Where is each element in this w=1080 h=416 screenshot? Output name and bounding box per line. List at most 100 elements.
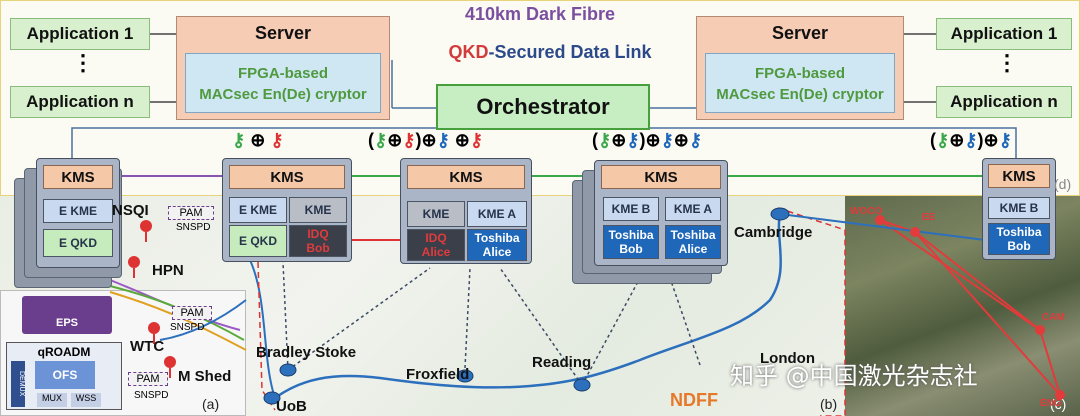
kms2-kme: KME bbox=[289, 197, 347, 223]
kms5-toshiba-bob: Toshiba Bob bbox=[988, 223, 1050, 255]
wss-box: WSS bbox=[71, 393, 101, 407]
sat-node-cam bbox=[1035, 325, 1045, 335]
xor-op: ⊕ bbox=[673, 130, 689, 150]
node-reading bbox=[573, 378, 591, 392]
dotted-link-4 bbox=[581, 277, 641, 386]
dotted-link-1 bbox=[282, 261, 289, 371]
paren-open: ( bbox=[368, 130, 374, 150]
server-left-title: Server bbox=[254, 23, 312, 43]
key-icon-blue: ⚷ bbox=[688, 130, 703, 150]
key-icon-green: ⚷ bbox=[232, 130, 246, 150]
key-icon-red: ⚷ bbox=[402, 130, 416, 150]
key-icon-blue: ⚷ bbox=[964, 130, 978, 150]
dotted-link-6 bbox=[669, 277, 701, 366]
app-right-n: Application n bbox=[936, 86, 1072, 118]
place-mshed: M Shed bbox=[178, 368, 232, 385]
pam-box-1: PAM bbox=[168, 206, 214, 220]
satellite-link-2 bbox=[879, 219, 1041, 331]
fpga-right-line2: MACsec En(De) cryptor bbox=[716, 86, 884, 103]
kms5-tbob-line2: Bob bbox=[1007, 239, 1031, 253]
place-uob: UoB bbox=[276, 398, 307, 415]
place-reading: Reading bbox=[532, 354, 592, 371]
eps-label: EPS bbox=[55, 317, 78, 329]
key-op-2: (⚷⊕⚷)⊕⚷ ⊕⚷ bbox=[368, 130, 578, 154]
kms5-tbob-line1: Toshiba bbox=[996, 225, 1042, 239]
key-icon-red: ⚷ bbox=[469, 130, 484, 150]
fibre-route-bristol bbox=[249, 259, 276, 399]
key-op-3: (⚷⊕⚷)⊕⚷⊕⚷ bbox=[592, 130, 792, 154]
server-left: Server FPGA-based MACsec En(De) cryptor bbox=[176, 16, 390, 120]
ofs-box: OFS bbox=[35, 361, 95, 389]
kms5-kmeb: KME B bbox=[988, 197, 1050, 219]
xor-op: ⊕ bbox=[250, 130, 266, 150]
kms3-idq-line1: IDQ bbox=[425, 231, 447, 245]
pam-box-2: PAM bbox=[172, 306, 212, 320]
place-london: London bbox=[760, 350, 815, 367]
key-icon-blue: ⚷ bbox=[660, 130, 674, 150]
kms-node-1: KMS E KME E QKD bbox=[36, 158, 120, 268]
app-right-1: Application 1 bbox=[936, 18, 1072, 50]
snspd-label-2: SNSPD bbox=[170, 322, 205, 333]
orch-link-right bbox=[650, 127, 1017, 158]
kms4-kmea: KME A bbox=[665, 197, 721, 221]
server-right: Server FPGA-based MACsec En(De) cryptor bbox=[696, 16, 904, 120]
sat-label-woco: WOCO bbox=[850, 206, 883, 217]
app-left-ellipsis: ⋮ bbox=[72, 50, 94, 75]
kms3-title: KMS bbox=[407, 165, 525, 189]
xor-op: ⊕ bbox=[454, 130, 470, 150]
kms1-ekme: E KME bbox=[43, 199, 113, 223]
panel-b-label: (b) bbox=[820, 396, 838, 412]
kms4-tbob-line1: Toshiba bbox=[608, 228, 654, 242]
key-icon-blue: ⚷ bbox=[998, 130, 1012, 150]
kms4-kmeb: KME B bbox=[603, 197, 659, 221]
mux-box: MUX bbox=[37, 393, 67, 407]
watermark: 知乎 @中国激光杂志社 bbox=[730, 362, 978, 390]
data-link-title: QKD-Secured Data Link bbox=[410, 42, 690, 66]
kms3-toshiba-alice: Toshiba Alice bbox=[467, 229, 527, 261]
app-left-n: Application n bbox=[10, 86, 150, 118]
node-bradley bbox=[279, 363, 297, 377]
place-bradley-stoke: Bradley Stoke bbox=[256, 344, 357, 361]
pin-hpn bbox=[128, 256, 140, 278]
key-icon-green: ⚷ bbox=[936, 130, 950, 150]
data-link-qkd: QKD bbox=[448, 42, 489, 62]
sat-label-eng: ENG bbox=[1040, 398, 1062, 409]
kms1-eqkd: E QKD bbox=[43, 229, 113, 257]
fibre-route-line bbox=[274, 213, 782, 400]
orch-link-left bbox=[71, 127, 436, 158]
orchestrator: Orchestrator bbox=[436, 84, 650, 130]
kms3-toshiba-line1: Toshiba bbox=[474, 231, 520, 245]
kms4-toshiba-alice: Toshiba Alice bbox=[665, 225, 721, 259]
kms5-title: KMS bbox=[988, 164, 1050, 188]
xor-op: ⊕ bbox=[949, 130, 965, 150]
app-right-ellipsis: ⋮ bbox=[996, 50, 1018, 75]
kms3-idq-alice: IDQ Alice bbox=[407, 229, 465, 261]
demux-box: DEMUX bbox=[11, 361, 25, 407]
key-icon-green: ⚷ bbox=[374, 130, 388, 150]
place-wtc: WTC bbox=[130, 338, 165, 355]
kms4-title: KMS bbox=[601, 165, 721, 189]
app-left-1: Application 1 bbox=[10, 18, 150, 50]
paren-close: ) bbox=[977, 130, 984, 150]
qroadm-label: qROADM bbox=[37, 345, 91, 359]
pin-nsqi bbox=[140, 220, 152, 242]
place-cambridge: Cambridge bbox=[734, 224, 813, 241]
panel-d-label: (d) bbox=[1054, 176, 1072, 192]
xor-op: ⊕ bbox=[387, 130, 403, 150]
panel-a-label: (a) bbox=[202, 396, 220, 412]
key-icon-green: ⚷ bbox=[598, 130, 612, 150]
place-nsqi: NSQI bbox=[112, 202, 149, 219]
kms1-title: KMS bbox=[43, 165, 113, 189]
dotted-link-3 bbox=[464, 267, 471, 369]
place-hpn: HPN bbox=[152, 262, 184, 279]
kms2-eqkd: E QKD bbox=[229, 225, 287, 257]
fpga-right-line1: FPGA-based bbox=[754, 65, 845, 82]
kms-node-5: KMS KME B Toshiba Bob bbox=[982, 158, 1056, 260]
kms-node-3: KMS KME KME A IDQ Alice Toshiba Alice bbox=[400, 158, 532, 264]
dotted-link-2 bbox=[287, 267, 431, 371]
qroadm-box: qROADM OFS DEMUX MUX WSS bbox=[6, 342, 122, 410]
kms3-toshiba-line2: Alice bbox=[482, 245, 512, 259]
kms2-idq-line2: Bob bbox=[306, 241, 330, 255]
kms3-kme: KME bbox=[407, 201, 465, 227]
